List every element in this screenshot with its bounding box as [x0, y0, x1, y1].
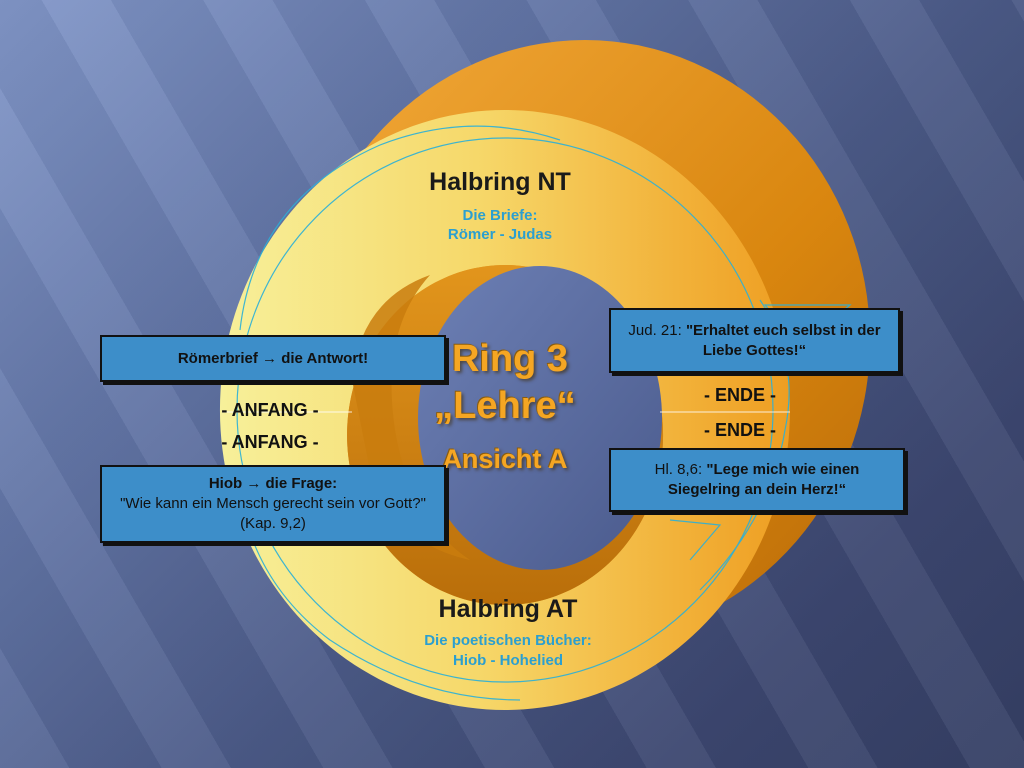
hiob-text: die Frage:	[265, 475, 338, 492]
bottom-half-subtitle-line2: Hiob - Hohelied	[453, 652, 563, 669]
top-half-title: Halbring NT	[429, 168, 571, 196]
top-half-subtitle-line1: Die Briefe:	[462, 207, 538, 224]
judas-quote: "Erhaltet euch selbst in der Liebe Gotte…	[685, 321, 881, 359]
marker-ende-top: - ENDE -	[704, 385, 776, 405]
ring-title-line1: Ring 3	[451, 338, 569, 380]
roemerbrief-box: Römerbrief → die Antwort!	[100, 335, 446, 382]
hohelied-ref: Hl. 8,6:	[654, 461, 703, 478]
hiob-box: Hiob → die Frage: "Wie kann ein Mensch g…	[100, 465, 446, 543]
bottom-half-subtitle-line1: Die poetischen Bücher:	[424, 632, 592, 649]
judas-ref: Jud. 21:	[628, 321, 682, 339]
ring-subtitle: Ansicht A	[442, 444, 568, 474]
hohelied-quote: "Lege mich wie einen Siegelring an dein …	[667, 461, 860, 498]
arrow-icon: →	[262, 349, 278, 367]
top-half-subtitle-line2: Römer - Judas	[447, 226, 553, 243]
roemerbrief-book: Römerbrief	[177, 349, 258, 367]
judas-box: Jud. 21: "Erhaltet euch selbst in der Li…	[609, 308, 900, 373]
ring-front-face	[219, 110, 790, 710]
ring-title-line2: „Lehre“	[434, 385, 576, 427]
hiob-quote: "Wie kann ein Mensch gerecht sein vor Go…	[120, 495, 426, 532]
marker-anfang-bottom: - ANFANG -	[221, 432, 319, 452]
roemerbrief-text: die Antwort!	[281, 349, 369, 367]
bottom-half-title: Halbring AT	[438, 595, 578, 623]
marker-anfang-top: - ANFANG -	[221, 400, 319, 420]
marker-ende-bottom: - ENDE -	[704, 420, 776, 440]
hiob-book: Hiob	[208, 475, 243, 492]
ring-hole	[418, 266, 662, 570]
arrow-icon: →	[246, 475, 262, 492]
hohelied-box: Hl. 8,6: "Lege mich wie einen Siegelring…	[609, 448, 905, 512]
